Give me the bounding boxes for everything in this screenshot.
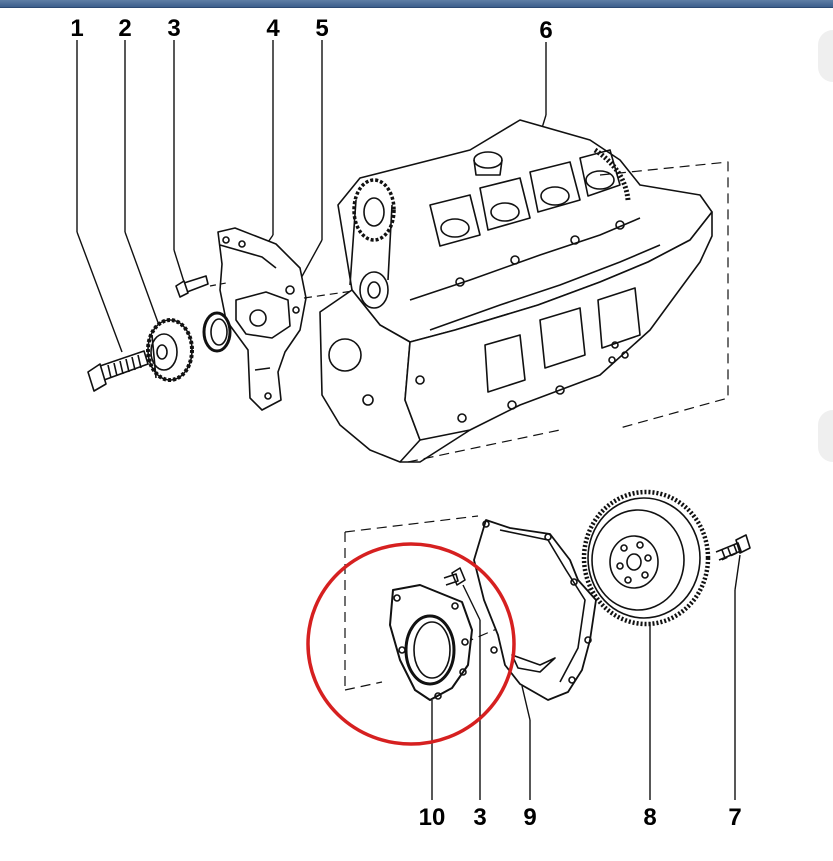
highlight-circle: [306, 542, 516, 746]
flywheel-part-8: [581, 489, 711, 627]
side-scroll-button-upper[interactable]: [818, 30, 833, 82]
sprocket-part-2: [146, 318, 194, 382]
engine-block-part-6: [319, 119, 713, 463]
bolt-part-1: [87, 350, 149, 392]
oil-pump-housing-part-4: [217, 227, 307, 411]
rear-seal-flange-part-10: [389, 584, 473, 701]
callout-9: 9: [523, 804, 536, 831]
side-scroll-button-lower[interactable]: [818, 410, 833, 462]
callouts-bottom: 10 3 9 8 7: [419, 804, 742, 831]
callout-1: 1: [70, 15, 83, 42]
window-title-bar: [0, 0, 833, 8]
seal-part-5: [202, 311, 232, 353]
callouts-top: 1 2 3 4 5 6: [70, 15, 552, 44]
bolt-part-3-bottom: [443, 567, 466, 586]
callout-4: 4: [266, 15, 280, 42]
callout-6: 6: [539, 17, 552, 44]
callout-8: 8: [643, 804, 656, 831]
leader-lines-bottom: [431, 554, 741, 800]
bolt-part-7: [715, 534, 751, 561]
callout-7: 7: [728, 804, 741, 831]
gasket-plate-part-9: [473, 519, 597, 701]
callout-3-bottom: 3: [473, 804, 486, 831]
callout-10: 10: [419, 804, 446, 831]
bolt-part-3-top: [175, 275, 209, 298]
callout-5: 5: [315, 15, 328, 42]
callout-2: 2: [118, 15, 131, 42]
callout-3-top: 3: [167, 15, 180, 42]
